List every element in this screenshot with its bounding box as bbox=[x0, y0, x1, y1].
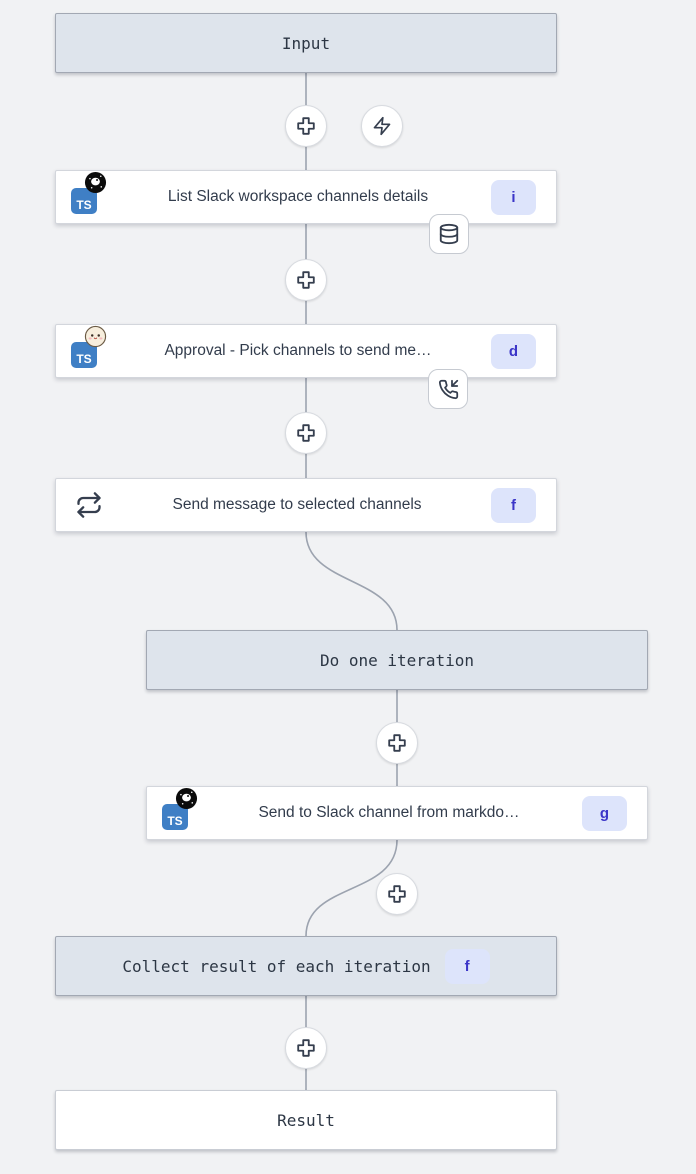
deno-icon bbox=[84, 171, 107, 194]
step-language-icon: TS bbox=[162, 787, 198, 830]
step-title: Send message to selected channels bbox=[172, 496, 422, 513]
suspend-phone-incoming-icon[interactable] bbox=[428, 369, 468, 409]
step-id-badge: d bbox=[491, 333, 536, 369]
add-step-button[interactable] bbox=[285, 259, 327, 301]
bun-icon bbox=[84, 325, 107, 348]
phone-incoming-icon bbox=[438, 379, 458, 399]
add-step-button[interactable] bbox=[285, 412, 327, 454]
input-node[interactable]: Input bbox=[55, 13, 557, 73]
result-node-label: Result bbox=[277, 1110, 335, 1130]
step-forloop-send-message[interactable]: Send message to selected channels f bbox=[55, 478, 557, 532]
do-one-iteration-label: Do one iteration bbox=[319, 650, 475, 670]
cache-database-icon[interactable] bbox=[429, 214, 469, 254]
plus-icon bbox=[297, 271, 315, 289]
add-step-button[interactable] bbox=[376, 873, 418, 915]
do-one-iteration-node[interactable]: Do one iteration bbox=[146, 630, 648, 690]
plus-icon bbox=[297, 1039, 315, 1057]
trigger-button[interactable] bbox=[361, 105, 403, 147]
step-send-to-slack-channel[interactable]: TS Send to Slack channel from markdo… g bbox=[146, 786, 648, 840]
step-title: Send to Slack channel from markdo… bbox=[258, 804, 520, 821]
deno-icon bbox=[175, 787, 198, 810]
plus-icon bbox=[388, 885, 406, 903]
step-language-icon: TS bbox=[71, 171, 107, 214]
step-id-badge: g bbox=[582, 795, 627, 831]
step-title: Approval - Pick channels to send me… bbox=[164, 342, 432, 359]
wire-step3-iteration bbox=[305, 531, 398, 631]
add-step-button[interactable] bbox=[285, 105, 327, 147]
result-node[interactable]: Result bbox=[55, 1090, 557, 1150]
step-list-slack-channels[interactable]: TS List Slack workspace channels details… bbox=[55, 170, 557, 224]
step-approval-pick-channels[interactable]: TS Approval - Pick channels to send me… … bbox=[55, 324, 557, 378]
plus-icon bbox=[388, 734, 406, 752]
plus-icon bbox=[297, 117, 315, 135]
zap-icon bbox=[373, 116, 391, 136]
step-id-badge: f bbox=[444, 948, 490, 984]
step-title: List Slack workspace channels details bbox=[167, 188, 429, 205]
step-language-icon: TS bbox=[71, 325, 107, 368]
input-node-label: Input bbox=[281, 33, 331, 53]
forloop-repeat-icon bbox=[77, 492, 101, 518]
add-step-button[interactable] bbox=[376, 722, 418, 764]
add-step-button[interactable] bbox=[285, 1027, 327, 1069]
collect-result-node[interactable]: Collect result of each iteration f bbox=[55, 936, 557, 996]
wire-step4-collect bbox=[305, 839, 398, 937]
plus-icon bbox=[297, 424, 315, 442]
step-id-badge: f bbox=[491, 487, 536, 523]
step-id-badge: i bbox=[491, 179, 536, 215]
database-icon bbox=[439, 223, 459, 245]
collect-result-label: Collect result of each iteration bbox=[122, 956, 431, 976]
